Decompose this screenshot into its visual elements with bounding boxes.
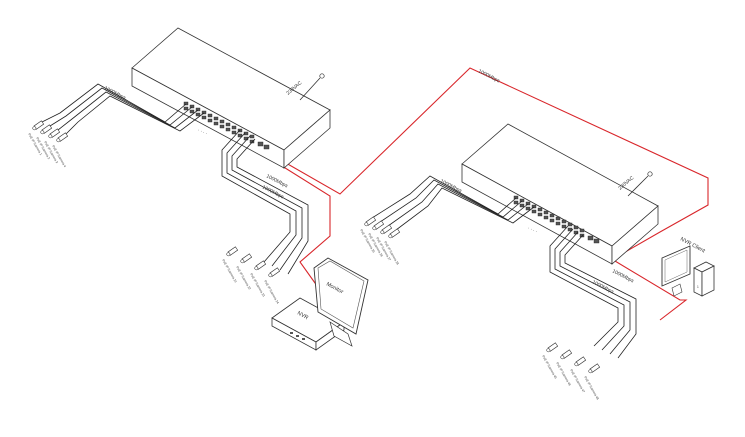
uplink-label: 1000Mbps: [477, 68, 501, 84]
camera: [388, 228, 401, 239]
camera: [574, 356, 587, 367]
camera-label: PoE IP Camera 22: [235, 266, 252, 291]
uplink-left-to-nvr: [257, 150, 331, 291]
left-top-cables: [41, 83, 205, 135]
nvr-client-small-label: 1: [697, 285, 699, 289]
camera: [372, 220, 385, 231]
nvr-device: NVR: [271, 297, 345, 351]
camera: [226, 246, 239, 257]
camera-group-right-top: PoE IP Camera 25 PoE IP Camera 26 PoE IP…: [359, 216, 401, 266]
camera-label: PoE IP Camera 45: [541, 355, 558, 380]
camera-label: PoE IP Camera 21: [221, 259, 238, 284]
camera: [254, 260, 267, 271]
camera-label: PoE IP Camera 46: [555, 362, 572, 387]
left-bottom-cables: [221, 129, 309, 275]
camera-group-right-bottom: PoE IP Camera 45 PoE IP Camera 46 PoE IP…: [541, 342, 601, 401]
switch-left: 230VAC . . . .: [131, 27, 331, 169]
right-bottom-cables: [549, 225, 637, 359]
camera: [560, 349, 573, 360]
camera: [268, 267, 281, 278]
switch-left-ellipsis: . . . .: [197, 126, 208, 136]
camera: [32, 120, 45, 131]
camera-label: PoE IP Camera 48: [583, 376, 600, 401]
camera-label: PoE IP Camera 24: [263, 280, 280, 305]
monitor-device: Monitor: [313, 257, 369, 347]
switch-right-ports: [513, 195, 600, 244]
nvr-client-pc: 1 NVR Client: [661, 236, 715, 297]
right-top-cables: [371, 175, 535, 231]
camera-label: PoE IP Camera 23: [249, 273, 266, 298]
camera: [56, 132, 69, 143]
nvr-label: NVR: [296, 310, 309, 321]
camera-label: PoE IP Camera 47: [569, 369, 586, 394]
camera: [40, 124, 53, 135]
camera: [588, 363, 601, 374]
camera: [380, 224, 393, 235]
camera-group-left-bottom: PoE IP Camera 21 PoE IP Camera 22 PoE IP…: [221, 246, 281, 305]
camera: [546, 342, 559, 353]
camera: [364, 216, 377, 227]
switch-right-ellipsis: . . . .: [527, 224, 538, 234]
camera-group-left-top: PoE IP Camera 1 PoE IP Camera 2 PoE IP C…: [27, 120, 69, 168]
switch-left-ports: [183, 101, 270, 150]
camera: [48, 128, 61, 139]
camera: [240, 253, 253, 264]
